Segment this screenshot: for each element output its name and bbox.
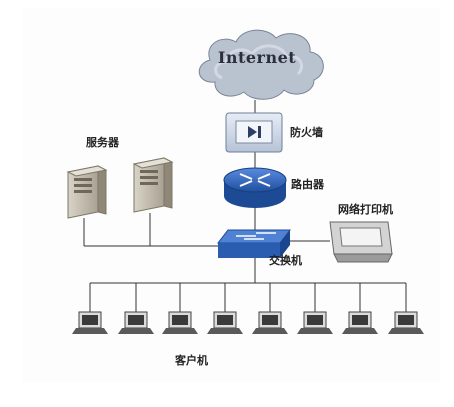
servers-label: 服务器 xyxy=(86,136,119,149)
laptop-icon xyxy=(118,311,154,334)
firewall-icon xyxy=(225,112,283,153)
router-icon xyxy=(223,167,287,208)
server-icon xyxy=(132,157,174,213)
connection-lines xyxy=(83,100,407,312)
laptop-icon xyxy=(162,311,198,334)
switch-label: 交换机 xyxy=(269,254,302,267)
printer-label: 网络打印机 xyxy=(338,203,393,216)
clients-label: 客户机 xyxy=(175,354,208,367)
firewall-label: 防火墙 xyxy=(290,126,323,139)
switch-icon xyxy=(216,229,292,258)
server-icon xyxy=(66,165,108,219)
laptop-icon xyxy=(252,311,288,334)
cloud-icon xyxy=(198,29,324,100)
laptop-icon xyxy=(207,311,243,334)
laptop-icon xyxy=(342,311,378,334)
printer-icon xyxy=(329,221,393,263)
router-label: 路由器 xyxy=(291,178,324,191)
internet-label: Internet xyxy=(217,48,297,67)
laptop-icon xyxy=(388,311,424,334)
laptop-icon xyxy=(72,311,108,334)
laptop-icon xyxy=(297,311,333,334)
